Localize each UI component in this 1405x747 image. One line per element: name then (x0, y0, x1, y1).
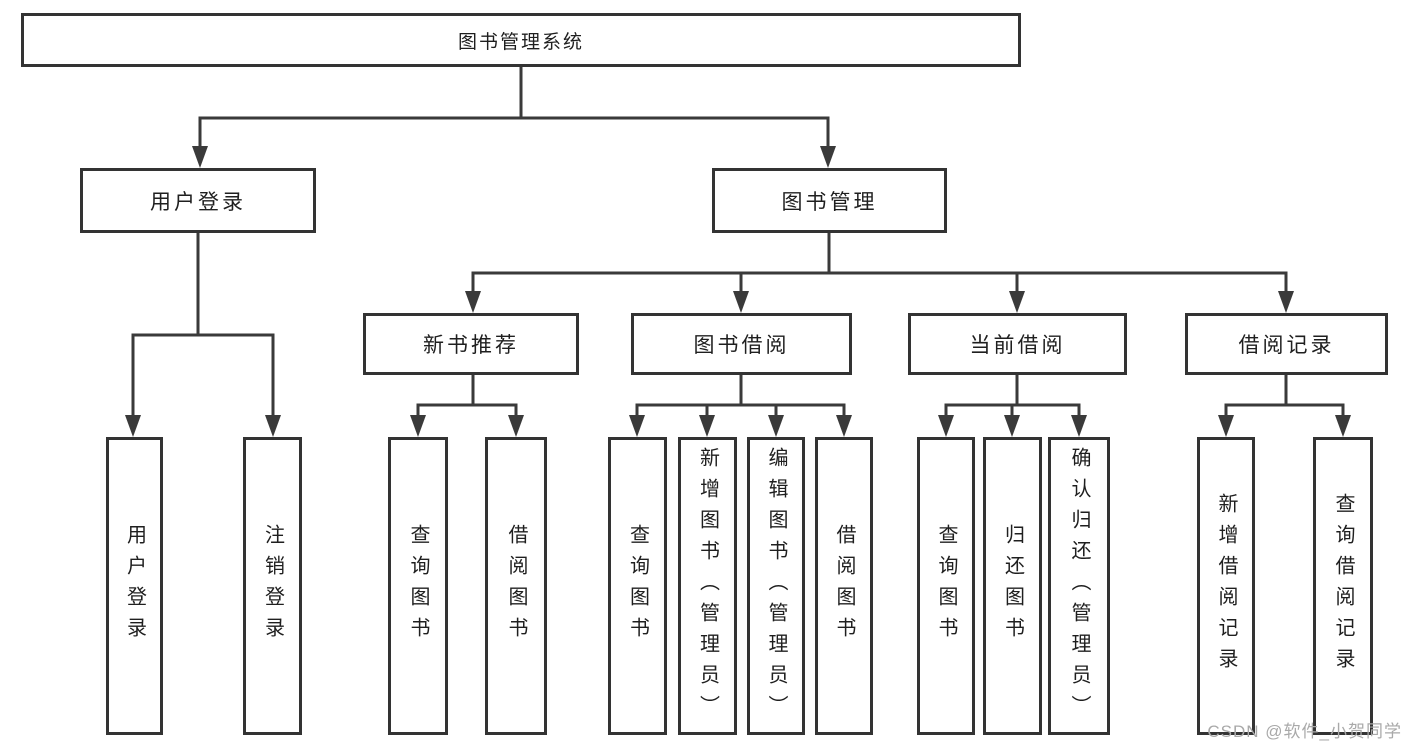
node-rec-borrow-books: 借阅图书 (485, 437, 547, 735)
node-label: 查询图书 (935, 524, 957, 648)
node-label: 借阅图书 (833, 524, 855, 648)
node-cb-query-books: 查询图书 (917, 437, 975, 735)
node-logout: 注销登录 (243, 437, 302, 735)
csdn-watermark: CSDN @软件_小贺同学 (1207, 722, 1402, 741)
node-rec-query-books: 查询图书 (388, 437, 448, 735)
node-current-borrowing: 当前借阅 (908, 313, 1127, 375)
node-label: 用户登录 (123, 524, 146, 648)
node-label: 注销登录 (261, 524, 284, 648)
connector-shafts (131, 66, 1345, 433)
node-label: 归还图书 (1001, 524, 1024, 648)
arrowheads (125, 146, 1351, 437)
node-label: 查询图书 (626, 524, 649, 648)
node-bb-query-books: 查询图书 (608, 437, 667, 735)
node-label: 编辑图书（管理员） (765, 446, 787, 726)
node-label: 新增借阅记录 (1215, 493, 1237, 679)
node-label: 借阅图书 (505, 524, 527, 648)
node-borrowing-records: 借阅记录 (1185, 313, 1388, 375)
node-label: 查询借阅记录 (1332, 493, 1354, 679)
node-label: 确认归还（管理员） (1068, 446, 1090, 726)
node-bb-add-books-admin: 新增图书（管理员） (678, 437, 737, 735)
node-label: 查询图书 (407, 524, 429, 648)
node-label: 新增图书（管理员） (696, 446, 719, 726)
node-book-borrowing: 图书借阅 (631, 313, 852, 375)
node-cb-confirm-return-admin: 确认归还（管理员） (1048, 437, 1110, 735)
node-cb-return-books: 归还图书 (983, 437, 1042, 735)
node-book-management: 图书管理 (712, 168, 947, 233)
node-user-login-leaf: 用户登录 (106, 437, 163, 735)
node-bb-borrow-books: 借阅图书 (815, 437, 873, 735)
node-bb-edit-books-admin: 编辑图书（管理员） (747, 437, 805, 735)
node-br-query-record: 查询借阅记录 (1313, 437, 1373, 735)
node-br-add-record: 新增借阅记录 (1197, 437, 1255, 735)
node-new-book-recommendation: 新书推荐 (363, 313, 579, 375)
node-user-login: 用户登录 (80, 168, 316, 233)
node-library-management-system: 图书管理系统 (21, 13, 1021, 67)
